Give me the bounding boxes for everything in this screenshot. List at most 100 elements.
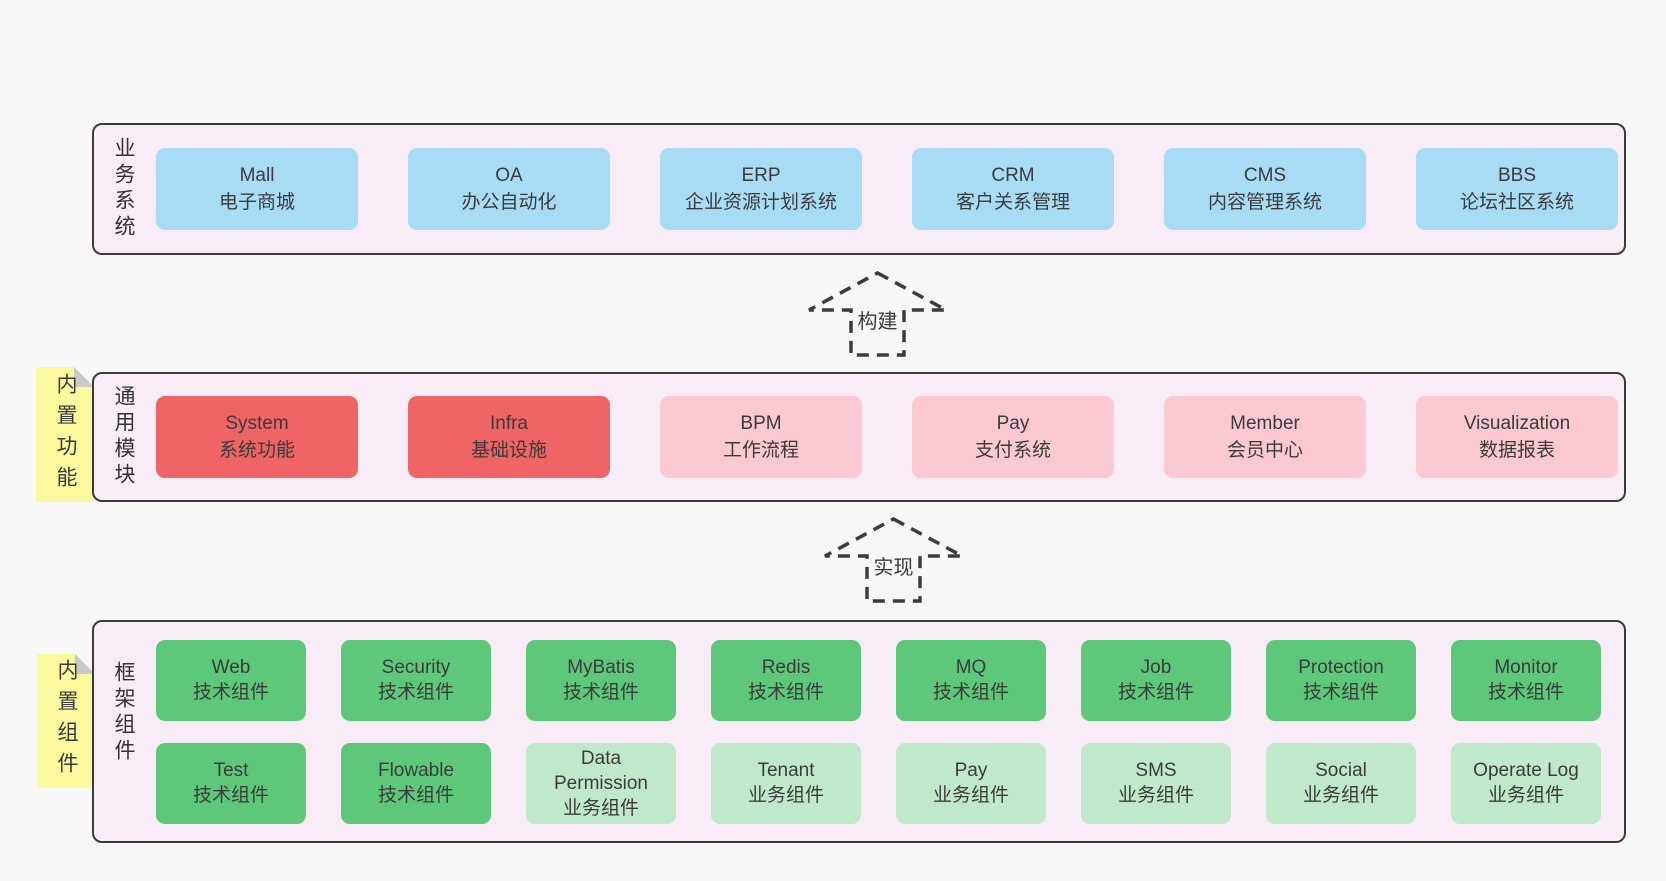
box-social: Social 业务组件 [1266, 742, 1416, 824]
band-label-framework-components: 框架组件 [112, 660, 135, 765]
box-subtitle: 技术组件 [1302, 682, 1379, 703]
box-subtitle: 业务组件 [747, 785, 824, 806]
box-oa: OA 办公自动化 [408, 148, 610, 230]
box-infra: Infra 基础设施 [408, 396, 610, 478]
box-title: Infra [489, 413, 529, 434]
box-title: Test [213, 760, 249, 781]
box-title: Pay [954, 760, 988, 781]
box-subtitle: 客户关系管理 [955, 192, 1070, 213]
sticky-note-built-in-features: 内置功能 [36, 367, 94, 502]
box-subtitle: 技术组件 [192, 682, 269, 703]
box-subtitle: 论坛社区系统 [1459, 192, 1574, 213]
box-title: MyBatis [567, 657, 635, 678]
box-pay: Pay 支付系统 [912, 396, 1114, 478]
sticky-note-built-in-components: 内置组件 [37, 654, 95, 788]
box-title: Operate Log [1473, 760, 1579, 781]
box-tenant: Tenant 业务组件 [711, 742, 861, 824]
box-mybatis: MyBatis 技术组件 [526, 639, 676, 721]
box-title: BPM [740, 413, 782, 434]
box-subtitle: 工作流程 [722, 440, 799, 461]
box-member: Member 会员中心 [1164, 396, 1366, 478]
box-subtitle: 技术组件 [377, 682, 454, 703]
box-title: MQ [955, 657, 987, 678]
box-visualization: Visualization 数据报表 [1416, 396, 1618, 478]
box-subtitle: 业务组件 [1487, 785, 1564, 806]
box-title: Pay [996, 413, 1030, 434]
box-title: Mall [239, 165, 275, 186]
box-bpm: BPM 工作流程 [660, 396, 862, 478]
box-job: Job 技术组件 [1081, 639, 1231, 721]
box-title: Monitor [1494, 657, 1558, 678]
business-systems-boxes: Mall 电子商城 OA 办公自动化 ERP 企业资源计划系统 CRM 客户关系… [156, 125, 1618, 253]
box-title: Web [211, 657, 251, 678]
arrow-label-build: 构建 [854, 305, 901, 334]
box-mq: MQ 技术组件 [896, 639, 1046, 721]
box-pay-component: Pay 业务组件 [896, 742, 1046, 824]
sticky-note-paper [37, 654, 95, 788]
box-title: Redis [761, 657, 811, 678]
box-flowable: Flowable 技术组件 [341, 742, 491, 824]
box-title: Flowable [377, 760, 455, 781]
box-subtitle: 业务组件 [1117, 785, 1194, 806]
box-test: Test 技术组件 [156, 742, 306, 824]
box-subtitle: 基础设施 [470, 440, 547, 461]
biz-components-row: Test 技术组件 Flowable 技术组件 Data Permission … [156, 742, 1614, 824]
box-subtitle: 业务组件 [932, 785, 1009, 806]
box-web: Web 技术组件 [156, 639, 306, 721]
box-title: CRM [991, 165, 1035, 186]
box-subtitle: 业务组件 [1302, 785, 1379, 806]
box-subtitle: 技术组件 [932, 682, 1009, 703]
box-subtitle: 系统功能 [218, 440, 295, 461]
sticky-note-label: 内置组件 [55, 659, 78, 783]
box-title: CMS [1243, 165, 1287, 186]
band-label-business-systems: 业务系统 [112, 137, 135, 241]
common-modules-boxes: System 系统功能 Infra 基础设施 BPM 工作流程 Pay 支付系统… [156, 374, 1618, 500]
box-subtitle: 企业资源计划系统 [684, 192, 837, 213]
box-subtitle: 技术组件 [377, 785, 454, 806]
band-common-modules: 通用模块 System 系统功能 Infra 基础设施 BPM 工作流程 Pay… [92, 372, 1626, 502]
box-subtitle: 业务组件 [562, 797, 639, 819]
box-subtitle: 技术组件 [1117, 682, 1194, 703]
box-subtitle: 内容管理系统 [1207, 192, 1322, 213]
box-title: System [225, 413, 289, 434]
arrow-implement: 实现 [821, 515, 966, 605]
dashed-up-arrow-icon [808, 271, 947, 357]
sticky-note-label: 内置功能 [54, 372, 77, 497]
box-crm: CRM 客户关系管理 [912, 148, 1114, 230]
arrow-build: 构建 [805, 269, 950, 359]
box-subtitle: 数据报表 [1478, 440, 1555, 461]
box-sms: SMS 业务组件 [1081, 742, 1231, 824]
band-framework-components: 框架组件 Web 技术组件 Security 技术组件 MyBatis 技术组件… [92, 620, 1626, 843]
box-title: BBS [1497, 165, 1537, 186]
band-business-systems: 业务系统 Mall 电子商城 OA 办公自动化 ERP 企业资源计划系统 CRM… [92, 123, 1626, 255]
box-operate-log: Operate Log 业务组件 [1451, 742, 1601, 824]
framework-components-boxes: Web 技术组件 Security 技术组件 MyBatis 技术组件 Redi… [156, 622, 1614, 841]
box-title: SMS [1135, 760, 1177, 781]
box-subtitle: 技术组件 [562, 682, 639, 703]
arrow-label-implement: 实现 [870, 551, 917, 580]
box-redis: Redis 技术组件 [711, 639, 861, 721]
box-subtitle: 技术组件 [192, 785, 269, 806]
box-title: Security [381, 657, 451, 678]
box-title: Data Permission [554, 747, 648, 794]
box-subtitle: 会员中心 [1226, 440, 1303, 461]
box-title: Job [1140, 657, 1172, 678]
tech-components-row: Web 技术组件 Security 技术组件 MyBatis 技术组件 Redi… [156, 639, 1614, 721]
box-monitor: Monitor 技术组件 [1451, 639, 1601, 721]
box-title: Member [1230, 413, 1300, 434]
box-title: Social [1315, 760, 1367, 781]
box-title: ERP [741, 165, 781, 186]
box-security: Security 技术组件 [341, 639, 491, 721]
box-cms: CMS 内容管理系统 [1164, 148, 1366, 230]
box-mall: Mall 电子商城 [156, 148, 358, 230]
box-title: Tenant [757, 760, 815, 781]
box-title: OA [495, 165, 523, 186]
box-subtitle: 技术组件 [1487, 682, 1564, 703]
box-title: Protection [1298, 657, 1384, 678]
box-data-permission: Data Permission 业务组件 [526, 742, 676, 824]
box-subtitle: 技术组件 [747, 682, 824, 703]
sticky-note-paper [36, 367, 94, 502]
dashed-up-arrow-icon [824, 517, 963, 603]
band-label-common-modules: 通用模块 [112, 385, 135, 489]
